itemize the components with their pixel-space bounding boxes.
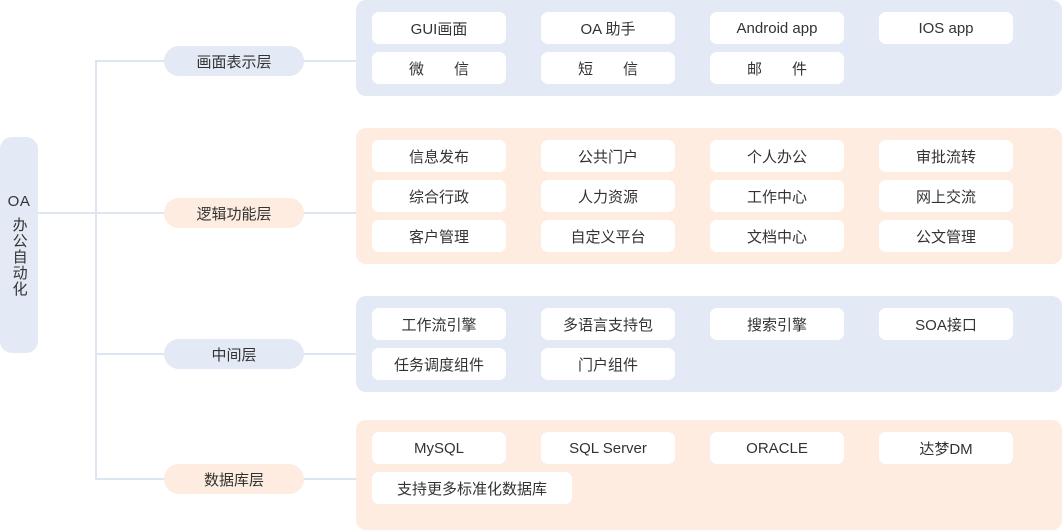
panel-cell: 微 信: [372, 52, 541, 84]
panel-cell: 达梦DM: [879, 432, 1048, 464]
panel-cell: 搜索引擎: [710, 308, 879, 340]
layer-label-middleware-text: 中间层: [211, 346, 257, 364]
item-card[interactable]: 信息发布: [372, 140, 506, 172]
item-card[interactable]: 支持更多标准化数据库: [372, 472, 572, 504]
item-card[interactable]: 工作流引擎: [372, 308, 506, 340]
item-card[interactable]: 公共门户: [541, 140, 675, 172]
item-card[interactable]: 工作中心: [710, 180, 844, 212]
connector-pill-to-panel-logic: [303, 212, 357, 214]
item-card[interactable]: 达梦DM: [879, 432, 1013, 464]
item-card[interactable]: 综合行政: [372, 180, 506, 212]
layer-label-presentation-text: 画面表示层: [196, 53, 272, 71]
item-card[interactable]: 搜索引擎: [710, 308, 844, 340]
item-card[interactable]: 公文管理: [879, 220, 1013, 252]
panel-cell: 信息发布: [372, 140, 541, 172]
panel-cell: 网上交流: [879, 180, 1048, 212]
item-card[interactable]: 个人办公: [710, 140, 844, 172]
panel-cell: SQL Server: [541, 432, 710, 464]
item-card[interactable]: 微 信: [372, 52, 506, 84]
layer-label-presentation[interactable]: 画面表示层: [164, 46, 304, 76]
layer-label-logic[interactable]: 逻辑功能层: [164, 198, 304, 228]
panel-cell: 自定义平台: [541, 220, 710, 252]
panel-cell: 工作中心: [710, 180, 879, 212]
panel-cell: 文档中心: [710, 220, 879, 252]
item-card[interactable]: 客户管理: [372, 220, 506, 252]
panel-cell: 审批流转: [879, 140, 1048, 172]
item-card[interactable]: 多语言支持包: [541, 308, 675, 340]
item-card[interactable]: 任务调度组件: [372, 348, 506, 380]
root-node-label-line1: OA: [7, 193, 31, 210]
connector-branch-presentation: [95, 60, 165, 62]
connector-pill-to-panel-database: [303, 478, 357, 480]
item-card[interactable]: SQL Server: [541, 432, 675, 464]
item-card[interactable]: 邮 件: [710, 52, 844, 84]
item-card[interactable]: SOA接口: [879, 308, 1013, 340]
panel-cell: 支持更多标准化数据库: [372, 472, 710, 504]
panel-row: 工作流引擎 多语言支持包 搜索引擎 SOA接口: [372, 308, 1048, 340]
panel-cell: 门户组件: [541, 348, 710, 380]
item-card[interactable]: 自定义平台: [541, 220, 675, 252]
layer-label-logic-text: 逻辑功能层: [196, 205, 272, 223]
panel-cell: IOS app: [879, 12, 1048, 44]
panel-cell: 公文管理: [879, 220, 1048, 252]
connector-branch-middleware: [95, 353, 165, 355]
item-card[interactable]: GUI画面: [372, 12, 506, 44]
panel-cell-empty: [710, 348, 879, 380]
panel-cell: 任务调度组件: [372, 348, 541, 380]
item-card[interactable]: OA 助手: [541, 12, 675, 44]
layer-panel-middleware: 工作流引擎 多语言支持包 搜索引擎 SOA接口 任务调度组件 门户组件: [356, 296, 1062, 392]
panel-row: MySQL SQL Server ORACLE 达梦DM: [372, 432, 1048, 464]
panel-cell: Android app: [710, 12, 879, 44]
panel-cell: 综合行政: [372, 180, 541, 212]
item-card[interactable]: 人力资源: [541, 180, 675, 212]
panel-cell: 短 信: [541, 52, 710, 84]
connector-spine: [95, 60, 97, 480]
item-card[interactable]: 门户组件: [541, 348, 675, 380]
connector-branch-logic: [95, 212, 165, 214]
item-card[interactable]: 审批流转: [879, 140, 1013, 172]
item-card[interactable]: 文档中心: [710, 220, 844, 252]
item-card[interactable]: 短 信: [541, 52, 675, 84]
panel-row: 综合行政 人力资源 工作中心 网上交流: [372, 180, 1048, 212]
panel-cell: ORACLE: [710, 432, 879, 464]
panel-cell: 个人办公: [710, 140, 879, 172]
panel-cell-empty: [710, 472, 879, 504]
panel-cell-empty: [879, 52, 1048, 84]
root-node-oa[interactable]: OA 办公自动化: [0, 137, 38, 353]
panel-cell: 客户管理: [372, 220, 541, 252]
layer-label-database[interactable]: 数据库层: [164, 464, 304, 494]
panel-cell: 公共门户: [541, 140, 710, 172]
panel-cell: GUI画面: [372, 12, 541, 44]
connector-pill-to-panel-middleware: [303, 353, 357, 355]
item-card[interactable]: MySQL: [372, 432, 506, 464]
connector-pill-to-panel-presentation: [303, 60, 357, 62]
panel-cell: 邮 件: [710, 52, 879, 84]
item-card[interactable]: ORACLE: [710, 432, 844, 464]
panel-cell: MySQL: [372, 432, 541, 464]
panel-cell: SOA接口: [879, 308, 1048, 340]
panel-row: 客户管理 自定义平台 文档中心 公文管理: [372, 220, 1048, 252]
panel-cell: 工作流引擎: [372, 308, 541, 340]
root-node-label-line2: 办公自动化: [10, 217, 28, 297]
panel-cell: 多语言支持包: [541, 308, 710, 340]
panel-row: 支持更多标准化数据库: [372, 472, 1048, 504]
connector-branch-database: [95, 478, 165, 480]
panel-row: GUI画面 OA 助手 Android app IOS app: [372, 12, 1048, 44]
item-card[interactable]: IOS app: [879, 12, 1013, 44]
panel-row: 信息发布 公共门户 个人办公 审批流转: [372, 140, 1048, 172]
layer-label-middleware[interactable]: 中间层: [164, 339, 304, 369]
layer-label-database-text: 数据库层: [203, 471, 264, 489]
panel-row: 任务调度组件 门户组件: [372, 348, 1048, 380]
layer-panel-database: MySQL SQL Server ORACLE 达梦DM 支持更多标准化数据库: [356, 420, 1062, 530]
layer-panel-logic: 信息发布 公共门户 个人办公 审批流转 综合行政 人力资源 工作中心 网上交流 …: [356, 128, 1062, 264]
item-card[interactable]: 网上交流: [879, 180, 1013, 212]
panel-cell-empty: [879, 348, 1048, 380]
item-card[interactable]: Android app: [710, 12, 844, 44]
panel-row: 微 信 短 信 邮 件: [372, 52, 1048, 84]
panel-cell: OA 助手: [541, 12, 710, 44]
panel-cell: 人力资源: [541, 180, 710, 212]
panel-cell-empty: [879, 472, 1048, 504]
connector-root-stub: [38, 212, 96, 214]
layer-panel-presentation: GUI画面 OA 助手 Android app IOS app 微 信 短 信 …: [356, 0, 1062, 96]
